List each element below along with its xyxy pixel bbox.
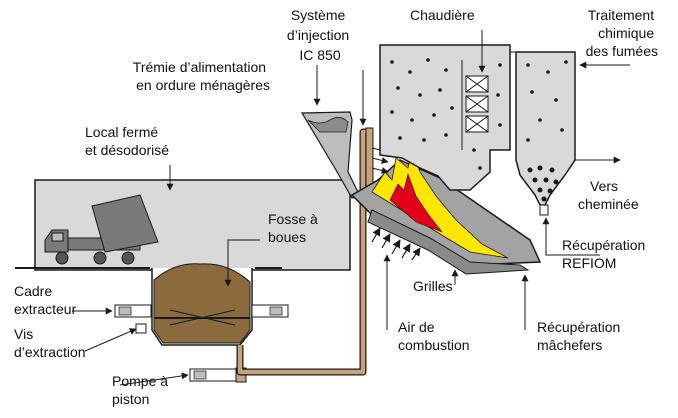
feed-hopper [300, 111, 361, 199]
injector-nozzle [365, 127, 374, 189]
extraction-screw-motor [135, 323, 147, 334]
flue-gas-treatment-unit [510, 51, 576, 216]
leader-arrows [72, 30, 630, 386]
label-flue-gas-treatment: Traitement chimique des fumées [586, 7, 658, 59]
label-boiler: Chaudière [410, 7, 475, 23]
combustion-air-arrows [371, 227, 421, 261]
flame-outer [371, 148, 509, 259]
extractor-frame-cylinder-left [114, 304, 152, 318]
extractor-frame-cylinder-right [251, 304, 289, 318]
label-chimney: Vers cheminée [578, 178, 639, 212]
label-injection-system: Système d’injection IC 850 [287, 7, 353, 63]
label-feed-hopper: Trémie d’alimentation en ordure ménagère… [133, 59, 270, 93]
label-combustion-air: Air de combustion [398, 319, 470, 353]
label-closed-room: Local fermé et désodorisé [85, 124, 169, 158]
label-extractor-frame: Cadre extracteur [14, 283, 77, 317]
boiler [379, 44, 511, 191]
flame-inner [389, 172, 443, 233]
label-piston-pump: Pompe à piston [112, 373, 172, 407]
closed-room [15, 179, 351, 271]
truck-icon [44, 194, 159, 265]
soot-particles [390, 58, 568, 202]
label-bottom-ash-recovery: Récupération mâchefers [537, 319, 624, 353]
label-refiom-recovery: Récupération REFIOM [562, 237, 649, 271]
sludge-pit [151, 263, 253, 346]
label-grates: Grilles [413, 278, 453, 294]
label-sludge-pit: Fosse à boues [268, 211, 322, 245]
label-extraction-screw: Vis d’extraction [14, 326, 86, 360]
